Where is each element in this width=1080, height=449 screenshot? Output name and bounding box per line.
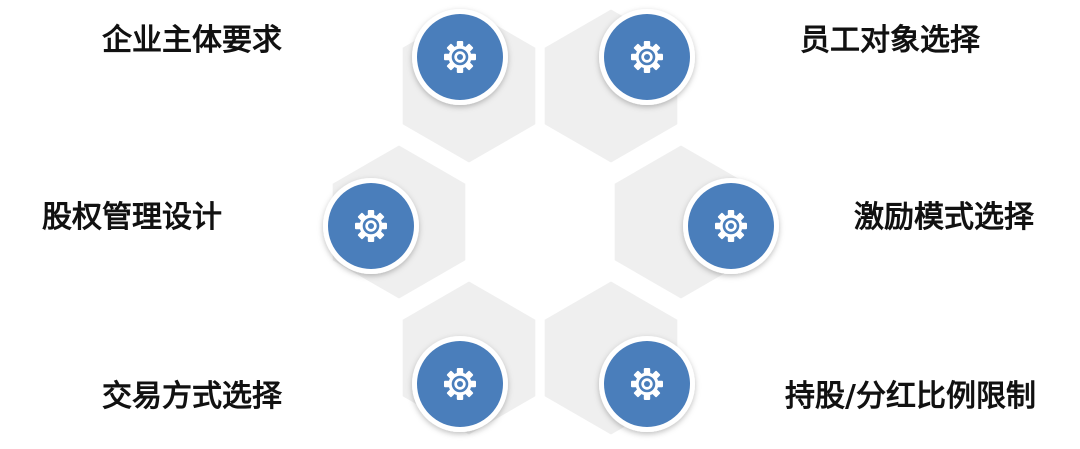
label-item-1: 企业主体要求: [102, 23, 282, 58]
node-4: [683, 178, 779, 274]
node-group: [323, 9, 779, 432]
gear-icon: [629, 39, 665, 75]
node-6: [599, 336, 695, 432]
label-item-2: 员工对象选择: [800, 23, 980, 58]
gear-icon: [353, 208, 389, 244]
node-3: [323, 178, 419, 274]
node-1: [412, 9, 508, 105]
label-item-4: 激励模式选择: [854, 200, 1034, 235]
label-item-3: 股权管理设计: [42, 200, 222, 235]
gear-icon: [442, 39, 478, 75]
gear-icon: [442, 366, 478, 402]
gear-icon: [713, 208, 749, 244]
node-5: [412, 336, 508, 432]
node-2: [599, 9, 695, 105]
label-item-5: 交易方式选择: [102, 379, 282, 414]
gear-icon: [629, 366, 665, 402]
label-item-6: 持股/分红比例限制: [785, 379, 1036, 414]
